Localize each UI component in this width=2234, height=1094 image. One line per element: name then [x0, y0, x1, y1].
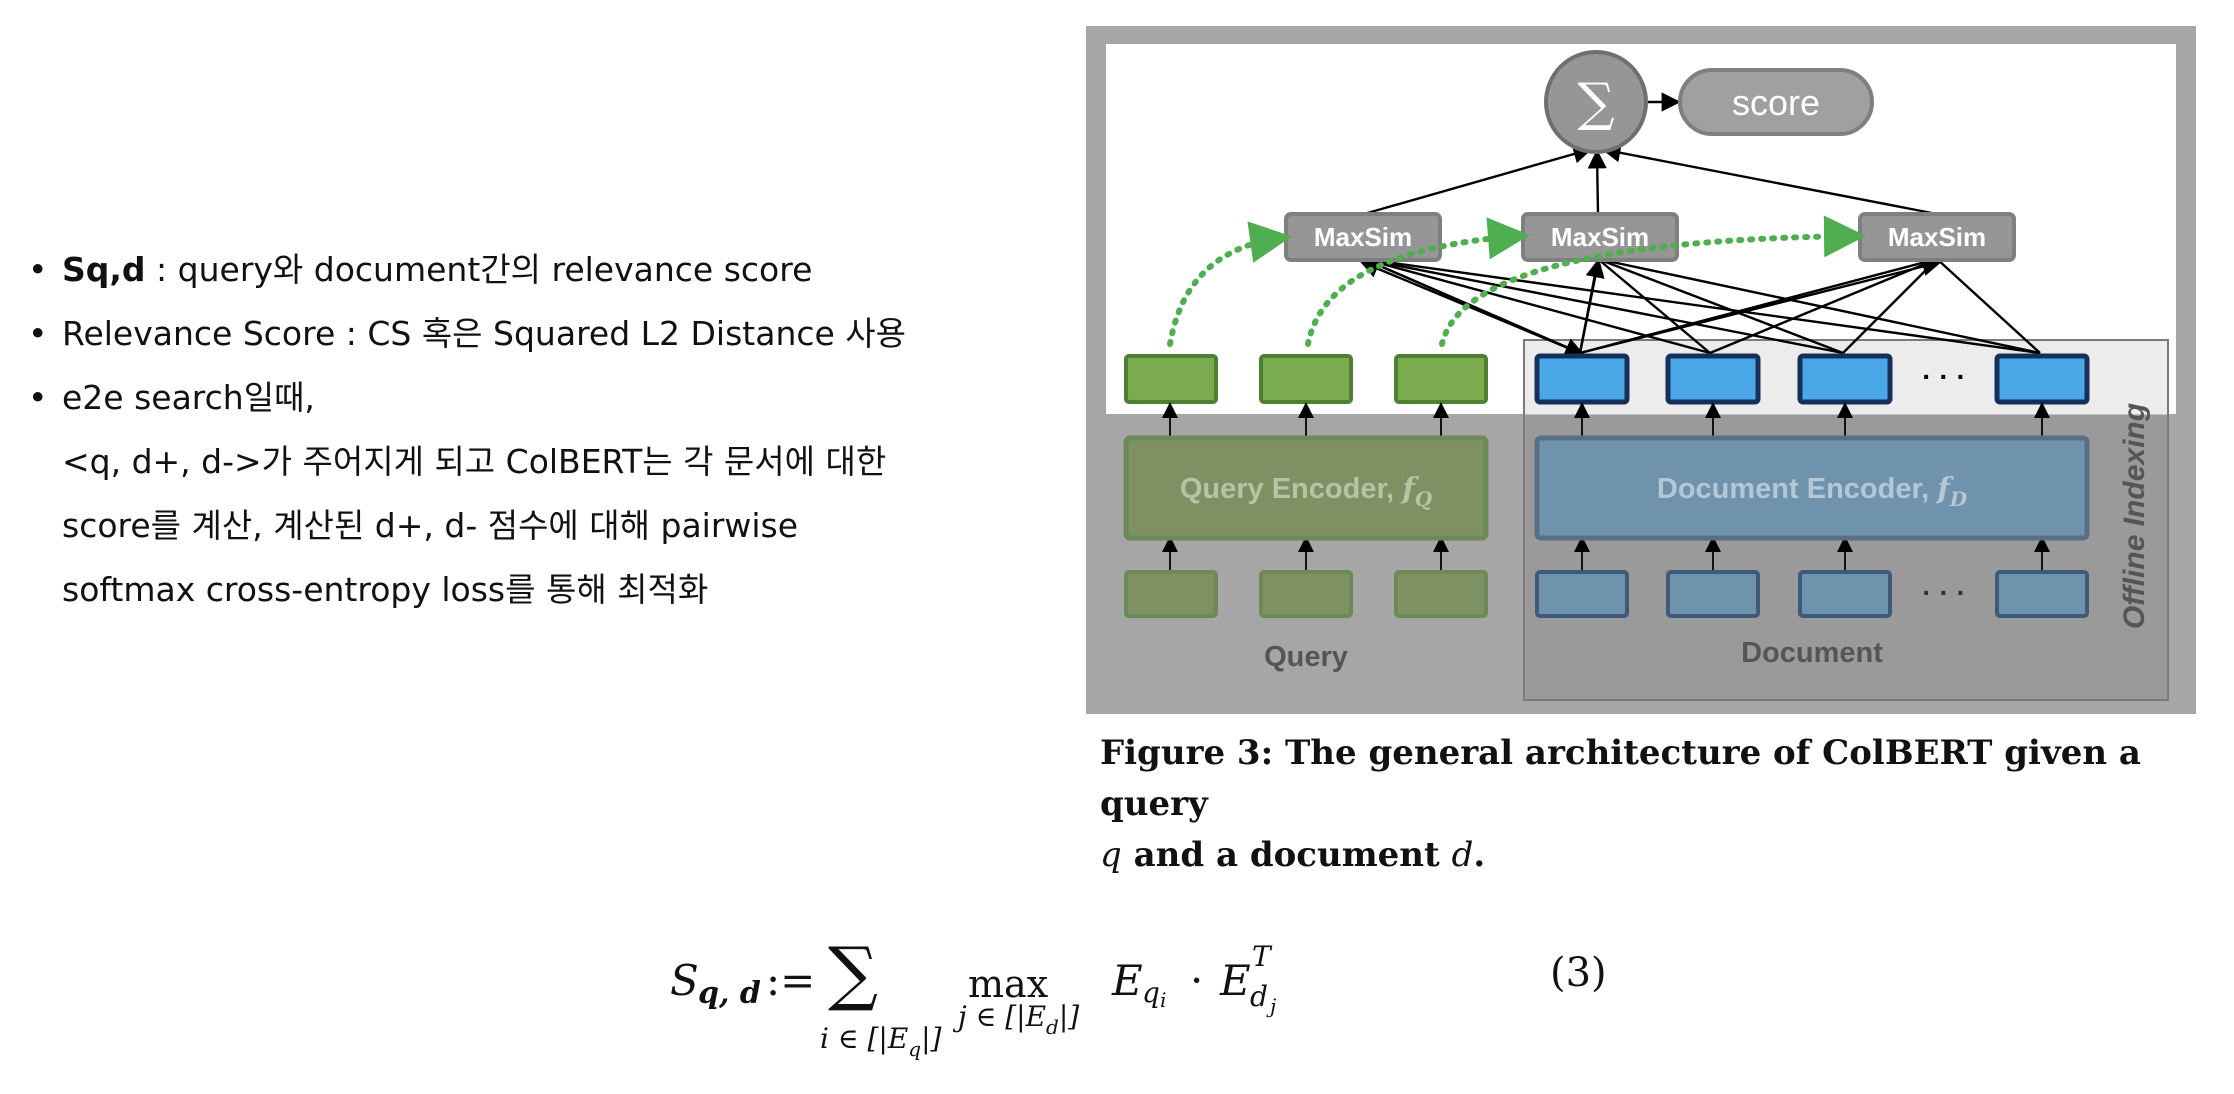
query-token-2 [1259, 570, 1353, 618]
caption-text: Figure 3: The general architecture of Co… [1100, 733, 2141, 824]
document-token-2 [1666, 570, 1760, 618]
query-tokens [1124, 570, 1488, 618]
offline-indexing-label: Offline Indexing [2118, 403, 2151, 629]
document-token-4 [1995, 570, 2089, 618]
eq-sum: ∑ [828, 932, 878, 1014]
offline-indexing-border [1523, 339, 2169, 701]
query-embedding-3 [1394, 354, 1488, 404]
eq-e2-subsub: j [1270, 994, 1277, 1018]
bullet-item-sqd: • Sq,d : query와 document간의 relevance sco… [28, 238, 1068, 302]
query-embedding-2 [1259, 354, 1353, 404]
eq-max-sub: j ∈ [|Ed|] [958, 1000, 1080, 1039]
caption-d: d [1451, 835, 1474, 875]
bullet-dot: • [28, 250, 48, 289]
document-encoder-box [1534, 435, 2090, 541]
document-embeddings [1534, 353, 2090, 405]
bullet-list: • Sq,d : query와 document간의 relevance sco… [28, 238, 1068, 622]
caption-end: . [1473, 835, 1486, 875]
document-embedding-4 [1994, 353, 2090, 405]
sum-connections [1363, 92, 1938, 216]
eq-e2: E [1220, 956, 1251, 1005]
query-embeddings [1124, 354, 1488, 404]
eq-s: S [670, 956, 699, 1005]
document-embedding-2 [1665, 353, 1761, 405]
query-section-label: Query [1264, 641, 1348, 673]
sum-node [1544, 50, 1648, 154]
score-node [1678, 68, 1874, 136]
bullet-text: Relevance Score : CS 혹은 Squared L2 Dista… [62, 314, 907, 353]
maxsim-connections [1359, 257, 2041, 357]
colbert-architecture-diagram: ∑ score MaxSim MaxSim MaxSim · · · [1086, 26, 2196, 714]
eq-s-sub: q, d [698, 976, 761, 1011]
bullet-continuation-1: <q, d+, d->가 주어지게 되고 ColBERT는 각 문서에 대한 [62, 442, 887, 481]
eq-dot: · [1190, 956, 1204, 1005]
document-embedding-3 [1797, 353, 1893, 405]
figure-caption: Figure 3: The general architecture of Co… [1100, 728, 2210, 881]
document-embedding-1 [1534, 353, 1630, 405]
eq-max: max [968, 962, 1049, 1006]
score-label: score [1732, 82, 1820, 123]
query-encoder-box [1123, 435, 1489, 541]
equation-number: (3) [1550, 950, 1607, 996]
document-tokens [1535, 570, 2089, 618]
bullet-item-e2e: • e2e search일때, <q, d+, d->가 주어지게 되고 Col… [28, 366, 1068, 622]
query-token-3 [1394, 570, 1488, 618]
document-token-3 [1798, 570, 1892, 618]
maxsim-label-1: MaxSim [1314, 222, 1412, 252]
maxsim-label-3: MaxSim [1888, 222, 1986, 252]
eq-e2-sub: d [1250, 980, 1268, 1013]
query-token-1 [1124, 570, 1218, 618]
eq-assign: := [766, 956, 816, 1005]
bullet-dot: • [28, 378, 48, 417]
caption-q: q [1100, 835, 1122, 875]
embedding-up-arrows [1162, 402, 2050, 571]
document-embedding-ellipsis: · · · [1922, 361, 1966, 392]
eq-sum-sub: i ∈ [|Eq|] [820, 1022, 942, 1061]
maxsim-nodes: MaxSim MaxSim MaxSim [1284, 212, 2016, 262]
eq-e1-sub: q [1142, 976, 1160, 1009]
document-section-label: Document [1741, 637, 1883, 669]
bullet-term: Sq,d [62, 250, 146, 289]
bullet-text: e2e search일때, [62, 378, 315, 417]
document-token-1 [1535, 570, 1629, 618]
caption-mid: and a document [1121, 835, 1452, 875]
eq-e2-sup: T [1252, 940, 1271, 973]
eq-e1: E [1112, 956, 1143, 1005]
query-maxsim-dotted-arrows [1167, 215, 1866, 347]
query-embedding-1 [1124, 354, 1218, 404]
query-encoder-label: Query Encoder, fQ [1180, 471, 1433, 511]
bullet-text: : query와 document간의 relevance score [145, 250, 813, 289]
bullet-continuation-2: score를 계산, 계산된 d+, d- 점수에 대해 pairwise [62, 506, 799, 545]
score-equation: S q, d := ∑ i ∈ [|Eq|] max j ∈ [|Ed|] E … [660, 926, 1600, 1076]
eq-e1-subsub: i [1160, 988, 1167, 1012]
document-token-ellipsis: · · · [1922, 577, 1966, 608]
maxsim-label-2: MaxSim [1551, 222, 1649, 252]
sum-icon: ∑ [1577, 73, 1614, 133]
document-encoder-label: Document Encoder, fD [1657, 471, 1968, 511]
bullet-dot: • [28, 314, 48, 353]
bullet-item-relevance: • Relevance Score : CS 혹은 Squared L2 Dis… [28, 302, 1068, 366]
bullet-continuation-3: softmax cross-entropy loss를 통해 최적화 [62, 570, 709, 609]
